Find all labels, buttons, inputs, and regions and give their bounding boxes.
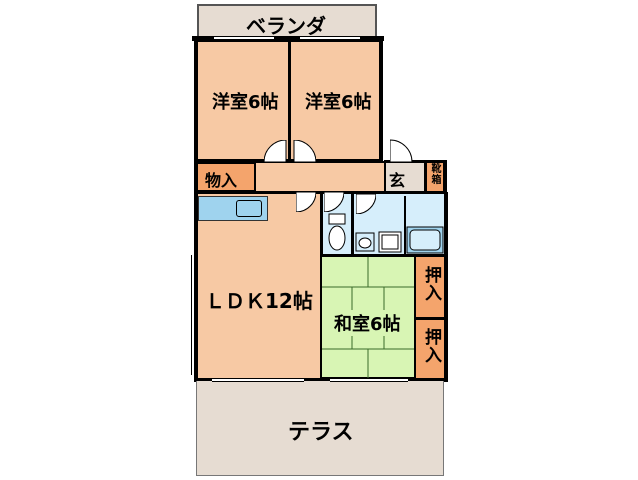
door-swing-icon (324, 192, 344, 212)
storage-label: 物入 (205, 171, 238, 190)
western-room-1 (194, 38, 290, 162)
terrace-label: テラス (288, 420, 354, 445)
storage-closet (194, 161, 256, 193)
western-room-2 (289, 38, 383, 162)
door-swing-icon (356, 194, 376, 214)
hallway (255, 161, 385, 193)
door-swing-icon (264, 140, 287, 162)
bathtub-icon (406, 226, 444, 254)
terrace (196, 381, 444, 476)
door-swing-icon (390, 139, 413, 162)
window-western-1-top (214, 36, 274, 40)
japanese-room-label: 和室6帖 (334, 310, 401, 336)
western-room-1-label: 洋室6帖 (212, 92, 279, 113)
bath-partition (404, 196, 406, 254)
sink-icon (355, 232, 375, 252)
door-swing-icon (296, 192, 316, 212)
entrance-label: 玄 (389, 171, 406, 190)
shoe-box-label: 靴箱 (429, 163, 440, 185)
closet-1-label: 押入 (421, 266, 441, 302)
balcony-label: ベランダ (246, 14, 326, 38)
ldk-label: ＬＤＫ12帖 (205, 289, 313, 313)
closet-2 (414, 318, 448, 382)
washing-machine-icon (378, 231, 402, 253)
door-swing-icon (293, 140, 316, 162)
western-room-2-label: 洋室6帖 (305, 92, 372, 113)
window-western-2-top (300, 36, 360, 40)
toilet-icon (328, 213, 346, 251)
kitchen-sink-icon (236, 200, 262, 217)
window-ldk-left (191, 255, 195, 375)
window-ldk-bottom (212, 378, 304, 382)
closet-2-label: 押入 (421, 328, 441, 364)
window-japanese-bottom (330, 378, 408, 382)
